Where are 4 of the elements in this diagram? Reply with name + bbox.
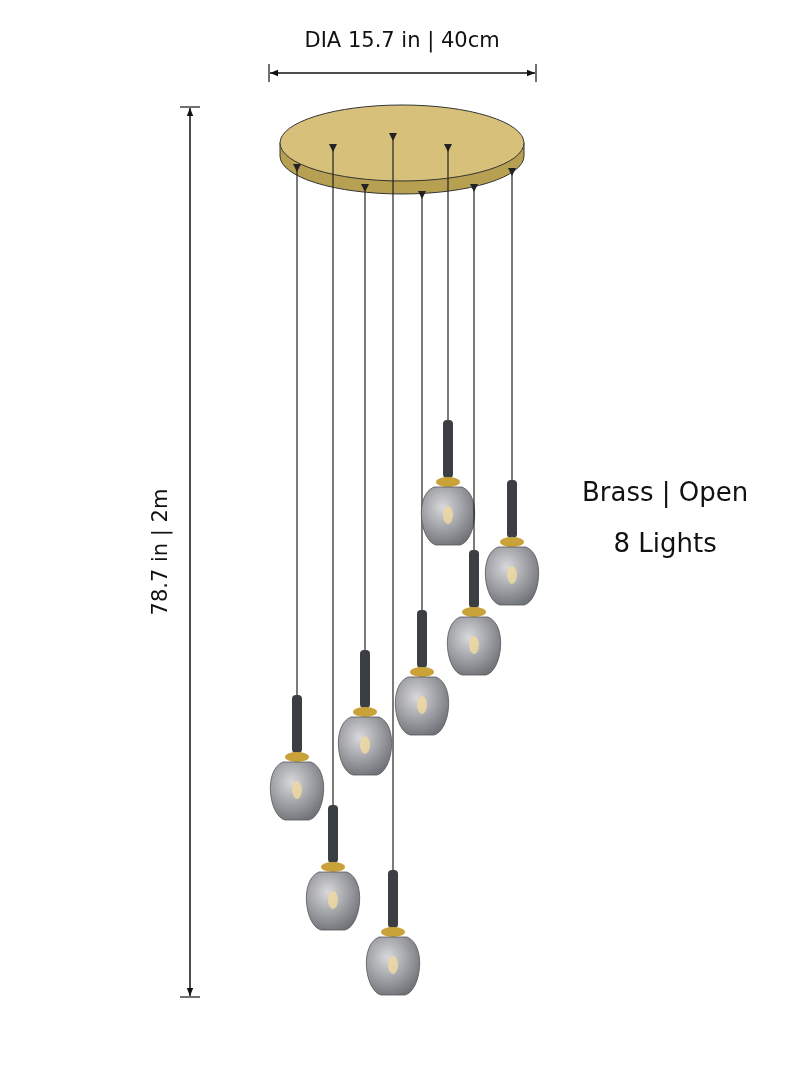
diameter-dimension-label: DIA 15.7 in | 40cm (304, 28, 500, 52)
light-count-label: 8 Lights (613, 528, 717, 558)
height-dimension-label: 78.7 in | 2m (147, 488, 172, 616)
finish-label: Brass | Open (582, 477, 749, 507)
